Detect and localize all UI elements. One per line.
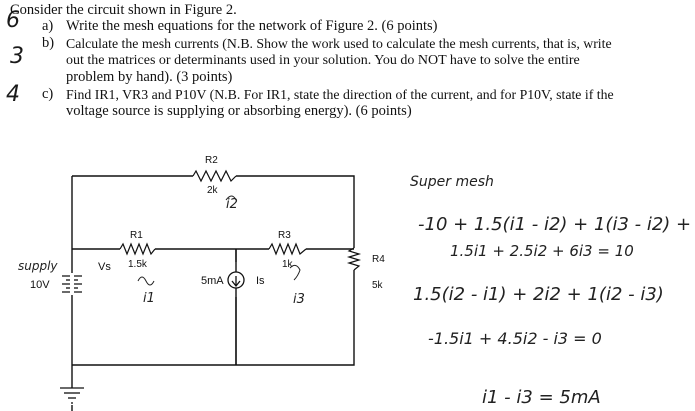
r4-value: 5k [372,280,384,291]
r3-resistor [268,242,307,256]
supply-note: supply [18,259,58,273]
mesh-i2-label: i2 [226,197,238,212]
margin-note-a: 6 [6,8,20,33]
equation-2: 1.5i1 + 2.5i2 + 6i3 = 10 [450,242,634,260]
equation-3: 1.5(i2 - i1) + 2i2 + 1(i2 - i3) [413,284,664,305]
margin-note-b: 3 [10,44,24,69]
margin-note-c: 4 [6,82,20,107]
part-b-line2: out the matrices or determinants used in… [66,53,580,68]
current-source-icon [227,271,245,289]
mesh-i1-label: i1 [143,291,155,306]
part-b-line3: problem by hand). (3 points) [66,69,233,85]
vs-label: Vs [98,261,111,273]
is-value: 5mA [201,275,224,287]
equation-5: i1 - i3 = 5mA [482,387,601,408]
mesh-i3-label: i3 [293,292,305,307]
question-intro: Consider the circuit shown in Figure 2. [10,2,237,18]
equation-4: -1.5i1 + 4.5i2 - i3 = 0 [428,329,602,348]
r1-resistor [119,242,156,256]
part-c-line2: voltage source is supplying or absorbing… [66,103,412,119]
is-label: Is [256,275,265,287]
r2-value: 2k [207,185,219,196]
part-c-letter: c) [42,86,54,102]
r2-resistor [192,169,237,183]
vs-value: 10V [30,279,50,291]
r3-label: R3 [278,230,291,241]
ground-icon [60,387,84,404]
supermesh-note: Super mesh [410,174,494,190]
part-a-letter: a) [42,18,54,34]
part-c-line1: Find IR1, VR3 and P10V (N.B. For IR1, st… [66,87,614,102]
r1-label: R1 [130,230,143,241]
r1-value: 1.5k [128,259,148,270]
part-a-text: Write the mesh equations for the network… [66,18,438,34]
r4-resistor [346,247,362,271]
r2-label: R2 [205,155,218,166]
equation-1: -10 + 1.5(i1 - i2) + 1(i3 - i2) + 5i3 [418,214,695,235]
r3-value: 1k [282,259,294,270]
r4-label: R4 [372,254,385,265]
part-b-letter: b) [42,35,55,51]
part-b-line1: Calculate the mesh currents (N.B. Show t… [66,36,612,51]
